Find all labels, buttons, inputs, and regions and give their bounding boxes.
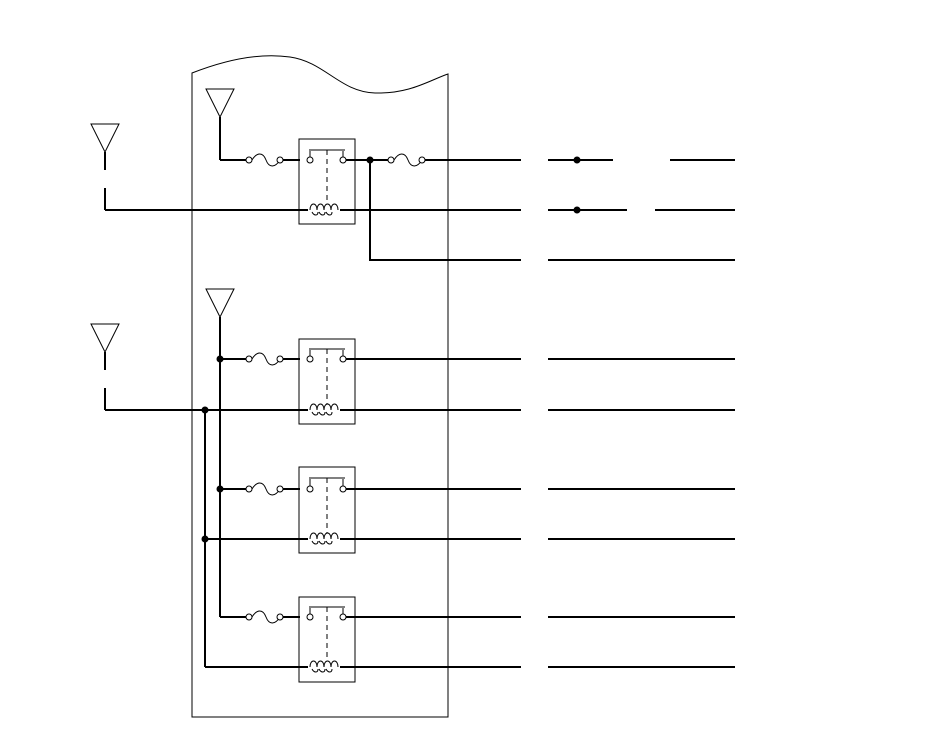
relay-4 xyxy=(298,596,356,683)
external-power-source-2 xyxy=(90,323,300,411)
fuse-2 xyxy=(370,153,426,167)
splice-dot xyxy=(201,535,209,543)
fuse-3 xyxy=(245,352,300,366)
fuse-1 xyxy=(245,153,300,167)
internal-power-source-1 xyxy=(205,88,246,161)
component-box-outline xyxy=(191,55,449,718)
fuse-5 xyxy=(245,610,300,624)
relay-2 xyxy=(298,338,356,425)
relay-1 xyxy=(298,138,356,225)
external-power-source-1 xyxy=(90,123,300,211)
fuse-4 xyxy=(245,482,300,496)
internal-power-source-2 xyxy=(205,288,246,618)
splice-dot xyxy=(201,406,209,414)
splice-dot xyxy=(216,355,224,363)
splice-dot xyxy=(216,485,224,493)
relay-1-branch-wire xyxy=(369,160,521,261)
relay-3 xyxy=(298,466,356,554)
